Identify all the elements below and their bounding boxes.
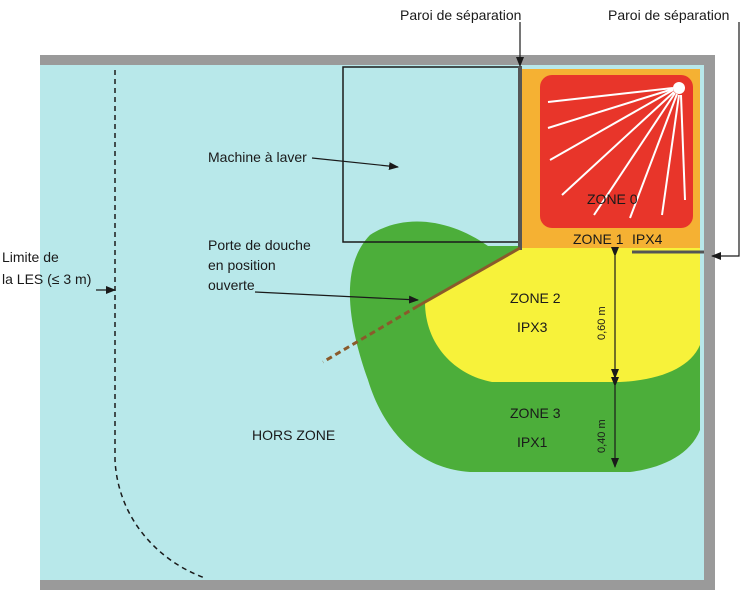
zone-0-area (540, 75, 693, 228)
shower-door-label-line2: en position (208, 257, 276, 273)
les-limit-label-line1: Limite de (2, 249, 59, 265)
zone-2-area (425, 248, 700, 382)
shower-door-label-line1: Porte de douche (208, 237, 311, 253)
shower-door-dashed (322, 304, 419, 364)
shower-door-label-line3: ouverte (208, 277, 255, 293)
zone-2-label: ZONE 2 (510, 290, 561, 306)
zone-3-label: ZONE 3 (510, 405, 561, 421)
shower-spray-icon (547, 87, 686, 219)
zone-1-rating: IPX4 (632, 231, 663, 247)
washing-machine-leader (311, 157, 399, 171)
zone-0-label: ZONE 0 (587, 191, 638, 207)
shower-head-icon (673, 82, 685, 94)
separation-wall-1-label: Paroi de séparation (400, 7, 521, 23)
out-of-zone-label: HORS ZONE (252, 427, 335, 443)
separation-wall-2-leader (711, 22, 740, 260)
les-limit-label-line2: la LES (≤ 3 m) (2, 271, 91, 287)
washing-machine-label: Machine à laver (208, 149, 307, 165)
shower-door-solid (417, 246, 521, 308)
dimension-zone-3-label: 0,40 m (596, 419, 608, 453)
shower-door-leader (254, 291, 419, 304)
separation-wall-2-label: Paroi de séparation (608, 7, 729, 23)
les-limit-curve (114, 70, 206, 579)
dimension-zone-2-label: 0,60 m (596, 306, 608, 340)
zone-1-label: ZONE 1 (573, 231, 624, 247)
zone-3-rating: IPX1 (517, 434, 548, 450)
zone-2-rating: IPX3 (517, 319, 548, 335)
